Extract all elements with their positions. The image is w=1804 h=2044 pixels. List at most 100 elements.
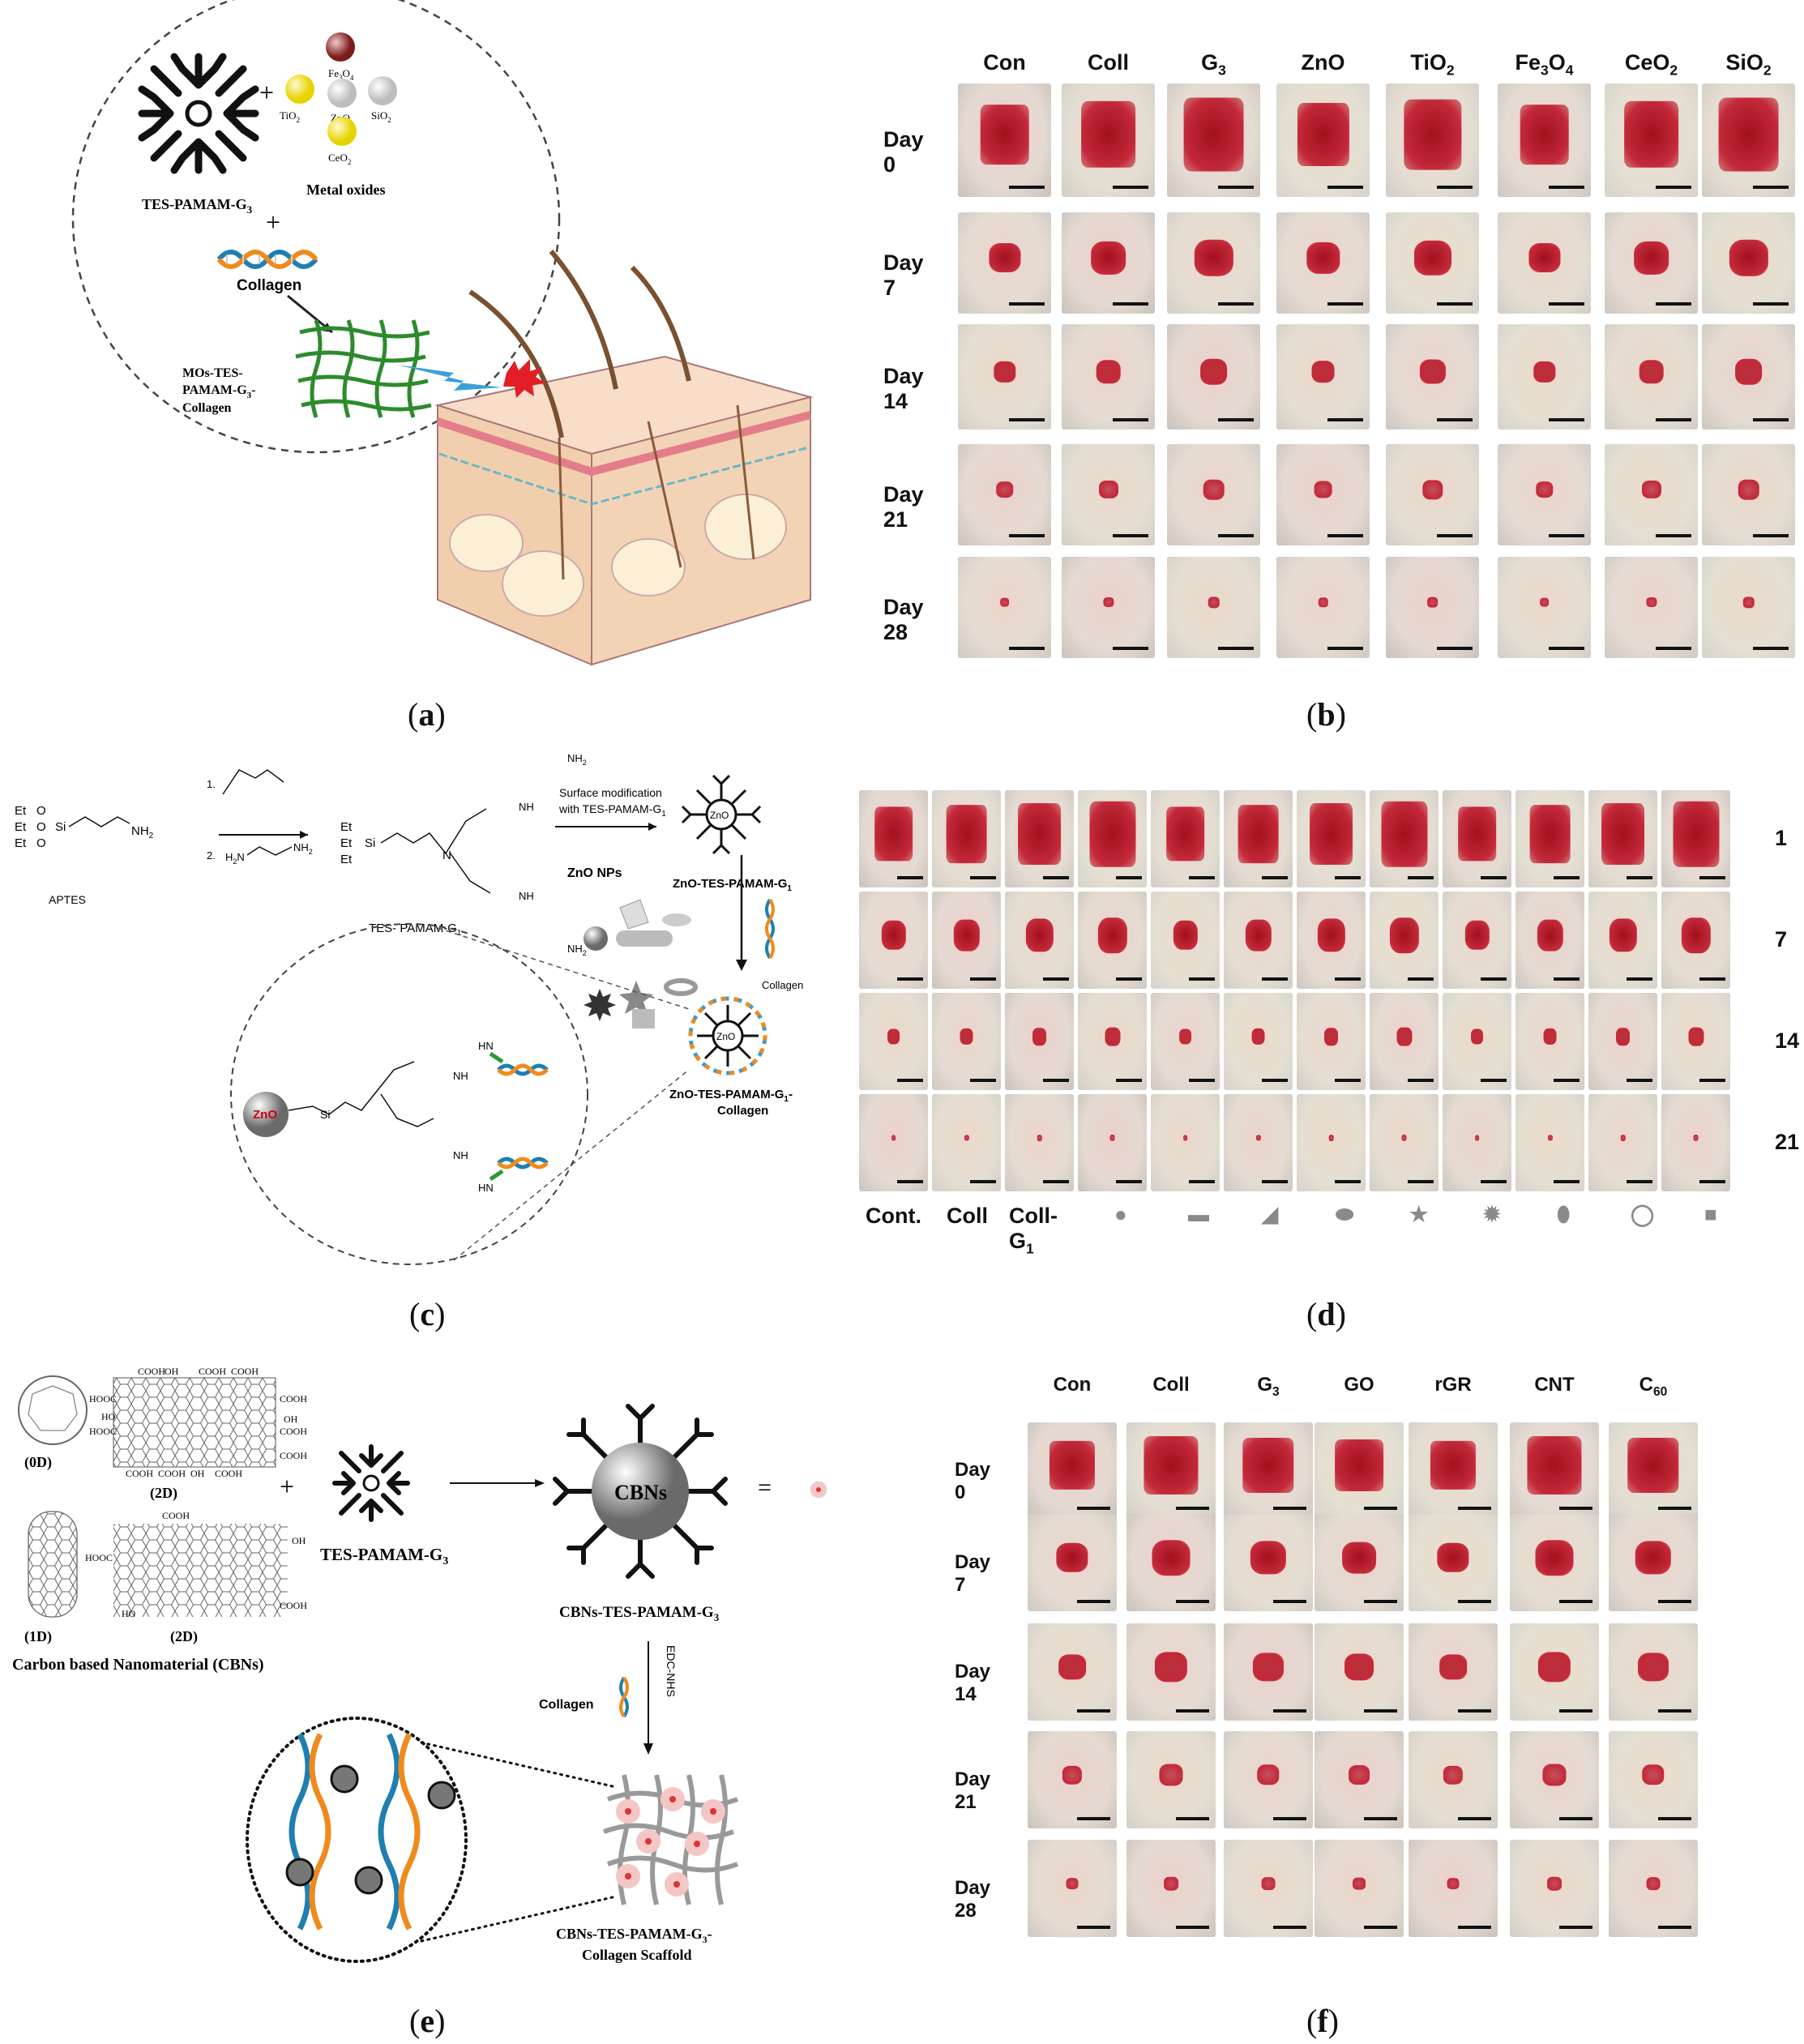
column-header-3: G3 (1224, 1374, 1313, 1400)
wound-area (1457, 806, 1497, 862)
header-text: Coll (1152, 1374, 1190, 1396)
svg-text:Collagen Scaffold: Collagen Scaffold (582, 1947, 692, 1963)
wound-photo (1062, 557, 1155, 658)
header-text: 4 (1565, 62, 1574, 79)
scale-bar (1656, 186, 1691, 189)
wound-area (1396, 1027, 1412, 1046)
wound-area (1037, 1135, 1042, 1141)
wound-photo (1409, 1840, 1498, 1937)
scale-bar (1626, 1180, 1653, 1183)
scale-bar (1009, 647, 1045, 650)
wound-area (1066, 1878, 1079, 1889)
injury-burst-icon (503, 359, 545, 398)
svg-text:1.: 1. (207, 778, 216, 790)
wound-photo (1443, 892, 1511, 989)
wound-photo (1510, 1731, 1599, 1828)
scale-bar (1553, 1180, 1580, 1183)
wound-photo (1498, 83, 1591, 197)
wound-photo (1005, 892, 1074, 989)
wound-area (1403, 99, 1462, 170)
scale-bar (1657, 1817, 1692, 1820)
scale-bar (1218, 534, 1254, 537)
scale-bar (1480, 977, 1507, 981)
wound-photo (1224, 1514, 1313, 1611)
scale-bar (1175, 1926, 1210, 1929)
zoom-circle-e (246, 1717, 468, 1963)
scale-bar (1042, 876, 1070, 879)
wound-area (1547, 1876, 1562, 1891)
wound-area (1349, 1765, 1370, 1785)
scale-bar (1699, 876, 1726, 879)
wound-area (1025, 918, 1054, 952)
scale-bar (1558, 1507, 1593, 1510)
zno-collagen-composite-icon (688, 996, 767, 1075)
wound-area (1261, 1877, 1276, 1890)
header-text: C (1639, 1374, 1653, 1396)
svg-text:HN: HN (478, 1040, 494, 1052)
wound-photo (1167, 557, 1260, 658)
rod-icon: ▬ (1188, 1202, 1209, 1226)
wound-photo (1315, 1514, 1404, 1611)
ceo2-sphere-icon (327, 117, 357, 146)
svg-text:=: = (758, 1474, 772, 1501)
scale-bar (1699, 1079, 1726, 1082)
svg-text:Surface modification: Surface modification (559, 786, 662, 799)
bottom-group-label: Cont. (866, 1204, 921, 1229)
scale-bar (1076, 1926, 1111, 1929)
collagen-helix-icon (216, 250, 318, 269)
scale-bar (1363, 1709, 1398, 1713)
scale-bar (1188, 977, 1216, 981)
wound-area (1688, 1027, 1704, 1046)
wound-photo (1062, 83, 1155, 197)
wound-area (1533, 361, 1556, 383)
wound-area (1080, 100, 1136, 169)
column-header-2: Coll (1062, 50, 1155, 75)
wound-photo (1386, 324, 1479, 430)
wound-area (1627, 1438, 1679, 1494)
flower-icon: ✹ (1483, 1202, 1501, 1226)
svg-text:Si: Si (365, 836, 375, 850)
svg-text:H2N: H2N (225, 851, 245, 866)
header-text: Fe (1515, 50, 1541, 75)
wound-area (1520, 105, 1569, 165)
svg-text:OH: OH (292, 1535, 306, 1546)
scale-bar (1076, 1507, 1111, 1510)
wound-photo (1409, 1422, 1498, 1518)
column-header-4: GO (1315, 1374, 1404, 1396)
sphere-icon: ● (1114, 1202, 1127, 1226)
wound-photo (1661, 993, 1730, 1090)
svg-text:HOOC: HOOC (89, 1426, 117, 1437)
wound-photo (1609, 1422, 1698, 1518)
wound-photo (1409, 1731, 1498, 1828)
wound-area (1419, 359, 1446, 384)
wound-photo (1588, 1094, 1657, 1191)
wound-photo (958, 83, 1051, 197)
svg-text:Si: Si (320, 1108, 330, 1121)
wound-photo (1126, 1731, 1216, 1828)
svg-text:HOOC: HOOC (85, 1552, 113, 1563)
wound-area (1547, 1135, 1553, 1141)
svg-text:TES- PAMAM-G1: TES- PAMAM-G1 (369, 922, 462, 938)
bottom-group-label: Coll-G1 (1009, 1204, 1058, 1257)
scale-bar (1188, 876, 1216, 879)
wound-area (1257, 1764, 1280, 1785)
wound-area (1437, 1542, 1469, 1573)
scale-bar (1553, 977, 1580, 981)
zno-core-sphere-icon (243, 1092, 289, 1137)
svg-text:Et: Et (15, 820, 27, 834)
header-text: ZnO (1301, 50, 1345, 75)
wound-area (1742, 597, 1755, 608)
row-header-day: 14 (1775, 1028, 1800, 1053)
wound-photo (1515, 1094, 1584, 1191)
scale-bar (1699, 977, 1726, 981)
svg-text:Collagen: Collagen (717, 1104, 768, 1118)
scale-bar (1657, 1926, 1692, 1929)
column-header-7: CeO2 (1605, 50, 1698, 79)
scale-bar (1175, 1600, 1210, 1603)
header-text: G (1257, 1374, 1272, 1396)
svg-text:Fe3O4: Fe3O4 (328, 67, 354, 82)
svg-text:HO: HO (101, 1411, 116, 1422)
scale-bar (1626, 977, 1653, 981)
wound-area (1615, 1028, 1631, 1046)
